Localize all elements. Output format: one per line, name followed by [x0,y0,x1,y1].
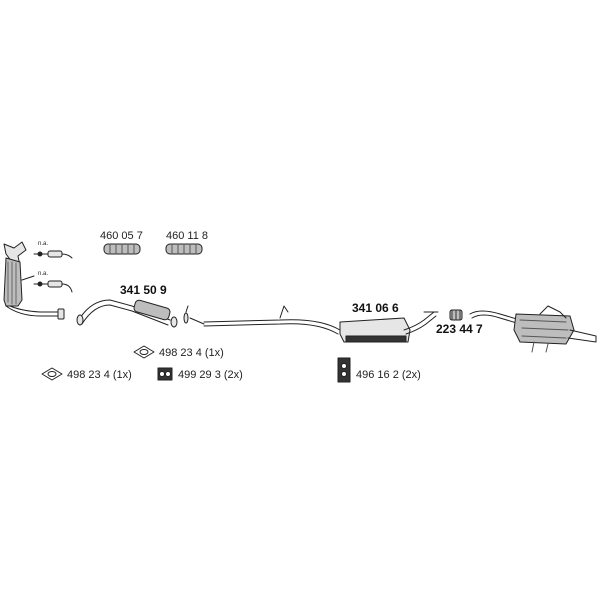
lambda-sensor-lower [33,280,73,293]
catalytic-converter [3,241,65,320]
gasket-lower-label: 498 23 4 (1x) [67,369,132,381]
flex-pipe-a [103,243,141,255]
rubber-mount-a-label: 499 29 3 (2x) [178,369,243,381]
flex-pipe-b [165,243,203,255]
clamp [449,309,463,321]
gasket-icon-upper [133,345,155,359]
middle-silencer-number: 341 06 6 [352,301,399,315]
sensor-lower-note: n.a. [38,271,49,277]
rubber-mount-b-label: 496 16 2 (2x) [356,369,421,381]
front-pipe [76,299,178,328]
flex-pipe-b-number: 460 11 8 [166,230,209,242]
rubber-mount-icon-a [157,367,173,381]
front-pipe-number: 341 50 9 [120,283,167,297]
clamp-number: 223 44 7 [436,322,483,336]
lambda-sensor-upper [33,250,73,259]
middle-pipe [203,305,341,335]
flange-joint [183,305,205,325]
flex-pipe-a-number: 460 05 7 [100,230,143,242]
gasket-upper-label: 498 23 4 (1x) [159,347,224,359]
gasket-icon-lower [41,367,63,381]
rubber-mount-icon-b [337,357,351,383]
middle-silencer [339,311,439,343]
sensor-upper-note: n.a. [38,241,49,247]
rear-silencer [469,305,597,353]
